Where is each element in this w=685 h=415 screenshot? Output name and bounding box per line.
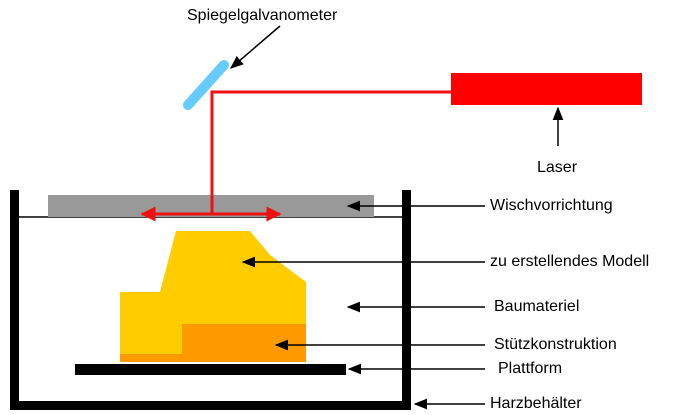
support-structure — [120, 324, 306, 362]
label-material: Baumateriel — [494, 298, 579, 315]
label-support: Stützkonstruktion — [494, 336, 617, 353]
laser-source — [451, 73, 642, 105]
mirror-galvanometer — [183, 60, 229, 110]
label-wiper: Wischvorrichtung — [490, 197, 613, 214]
label-mirror: Spiegelgalvanometer — [187, 7, 338, 24]
label-model: zu erstellendes Modell — [490, 253, 649, 270]
arrow-mirror — [229, 25, 281, 69]
label-tank: Harzbehälter — [490, 395, 582, 412]
label-laser: Laser — [537, 159, 578, 176]
tank-right-wall — [402, 190, 411, 410]
platform-plate — [75, 364, 346, 375]
callout-arrows — [229, 25, 564, 410]
tank-bottom — [10, 401, 411, 410]
tank-left-wall — [10, 190, 19, 410]
label-platform: Plattform — [498, 360, 562, 377]
laser-beam — [210, 90, 451, 214]
